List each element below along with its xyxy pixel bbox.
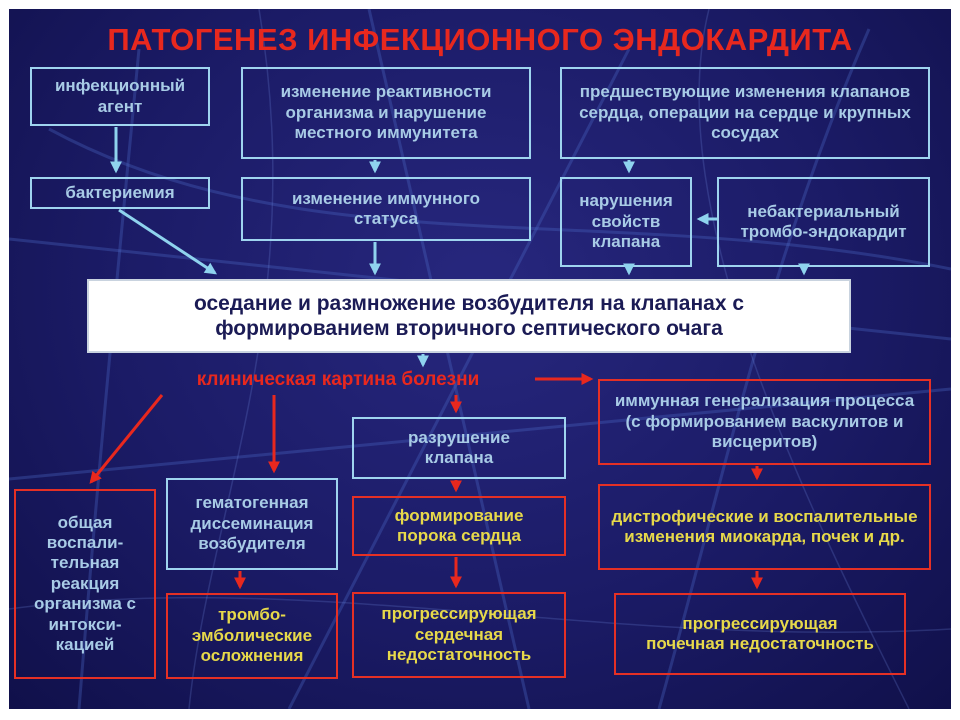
box-reactivity-change: изменение реактивности организма и наруш… [241, 67, 531, 159]
box-bacteremia: бактериемия [30, 177, 210, 209]
box-immune-status: изменение иммунного статуса [241, 177, 531, 241]
box-renal-failure: прогрессирующая почечная недостаточность [614, 593, 906, 675]
box-infectious-agent: инфекционный агент [30, 67, 210, 126]
diagram-arrows [89, 127, 810, 590]
arrow-bacteremia-to-main [118, 208, 218, 275]
arrow-clinical-to-general-reaction [89, 394, 164, 484]
diagram-title: ПАТОГЕНЕЗ ИНФЕКЦИОННОГО ЭНДОКАРДИТА [107, 22, 853, 57]
box-nonbacterial-endocarditis: небактериальный тромбо-эндокардит [717, 177, 930, 267]
box-heart-defect: формирование порока сердца [352, 496, 566, 556]
slide-background: ПАТОГЕНЕЗ ИНФЕКЦИОННОГО ЭНДОКАРДИТА инфе… [9, 9, 951, 709]
box-valve-destruction: разрушение клапана [352, 417, 566, 479]
box-immune-generalization: иммунная генерализация процесса (с форми… [598, 379, 931, 465]
box-heart-failure: прогрессирующая сердечная недостаточност… [352, 592, 566, 678]
clinical-picture-label: клиническая картина болезни [196, 369, 480, 390]
box-dystrophic-changes: дистрофические и воспалительные изменени… [598, 484, 931, 570]
box-hematogenous-dissemination: гематогенная диссеминация возбудителя [166, 478, 338, 570]
box-prior-valve-changes: предшествующие изменения клапанов сердца… [560, 67, 930, 159]
box-main-pathogen-settlement: оседание и размножение возбудителя на кл… [87, 279, 851, 353]
box-thromboembolic-complications: тромбо-эмболические осложнения [166, 593, 338, 679]
box-general-inflammatory-reaction: общая воспали-тельная реакция организма … [14, 489, 156, 679]
